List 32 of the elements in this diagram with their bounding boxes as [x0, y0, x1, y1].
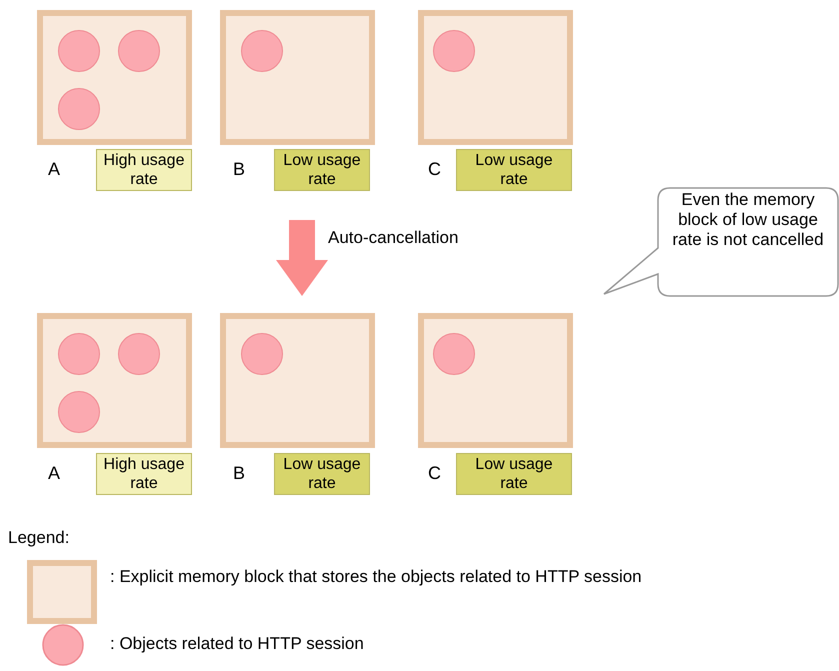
- legend-text: : Explicit memory block that stores the objects related to HTTP session: [110, 567, 642, 587]
- session-object-circle: [118, 30, 160, 72]
- session-object-circle: [58, 391, 100, 433]
- arrow-label: Auto-cancellation: [328, 228, 458, 248]
- session-object-circle: [241, 30, 283, 72]
- block-letter: B: [233, 159, 246, 180]
- block-letter: B: [233, 463, 246, 484]
- memory-block: [37, 10, 192, 145]
- memory-block: [418, 10, 573, 145]
- block-letter: A: [48, 463, 60, 484]
- session-object-circle: [58, 88, 100, 130]
- block-letter: C: [428, 159, 441, 180]
- callout-text: Even the memory block of low usage rate is not cancelled: [671, 190, 825, 250]
- usage-rate-tag: Low usage rate: [456, 453, 572, 495]
- session-object-circle: [433, 30, 475, 72]
- block-letter: C: [428, 463, 441, 484]
- session-object-circle: [58, 333, 100, 375]
- usage-rate-tag: High usage rate: [96, 149, 192, 191]
- session-object-circle: [58, 30, 100, 72]
- usage-rate-tag: Low usage rate: [456, 149, 572, 191]
- session-object-circle: [433, 333, 475, 375]
- usage-rate-tag: High usage rate: [96, 453, 192, 495]
- usage-rate-tag: Low usage rate: [274, 453, 370, 495]
- legend-title: Legend:: [8, 528, 70, 548]
- usage-rate-tag: Low usage rate: [274, 149, 370, 191]
- session-object-circle: [241, 333, 283, 375]
- memory-block: [418, 313, 573, 448]
- block-letter: A: [48, 159, 60, 180]
- session-object-circle: [118, 333, 160, 375]
- memory-block: [37, 313, 192, 448]
- legend-text: : Objects related to HTTP session: [110, 634, 364, 654]
- memory-block: [220, 313, 375, 448]
